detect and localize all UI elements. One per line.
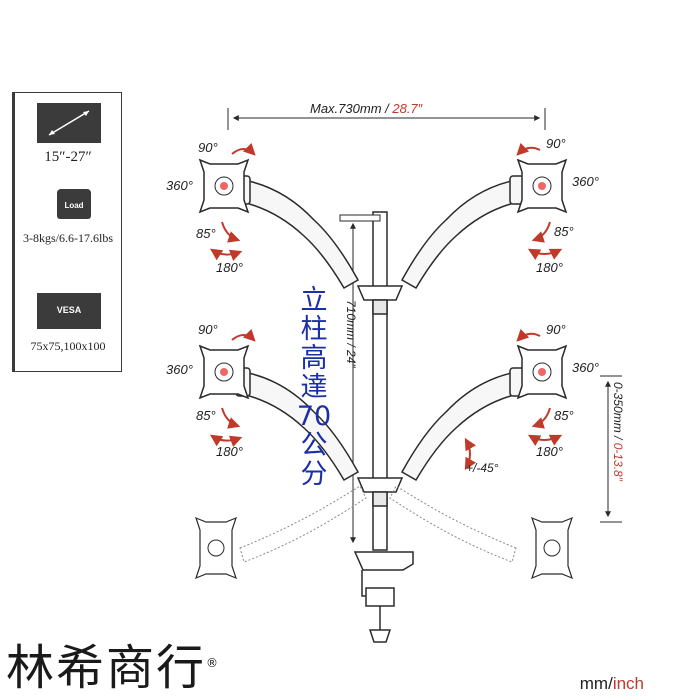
load-range: 3-8kgs/6.6-17.6lbs <box>23 231 113 245</box>
label-90-upper-right: 90° <box>546 136 566 151</box>
arm-upper-right <box>400 175 525 290</box>
units-legend: mm/inch <box>580 674 644 694</box>
desk-clamp <box>353 551 414 643</box>
arm-lower-right <box>400 367 525 482</box>
label-90-upper-left: 90° <box>198 140 218 155</box>
label-85-upper-right: 85° <box>554 224 574 239</box>
vesa-badge-label: VESA <box>56 305 82 315</box>
brand-text: 林希商行 <box>6 640 207 696</box>
pole-height-chinese-label: 立 柱 高 達 70 公 分 <box>296 286 332 489</box>
adjust-range-label: 0-350mm / 0-13.8″ <box>611 382 625 482</box>
brand-name: 林希商行® <box>6 628 220 698</box>
cn-char-3: 高 <box>300 343 328 374</box>
registered-mark: ® <box>206 656 221 670</box>
label-360-upper-right: 360° <box>572 174 599 189</box>
vesa-plate-lower-left <box>198 344 250 400</box>
unit-metric: mm <box>579 674 609 693</box>
label-90-lower-right: 90° <box>546 322 566 337</box>
arm-ghost-right <box>389 485 517 563</box>
label-360-lower-right: 360° <box>572 360 599 375</box>
vesa-plate-upper-right <box>516 158 568 214</box>
cn-char-7: 分 <box>300 459 328 490</box>
vesa-plate-upper-left <box>198 158 250 214</box>
label-360-lower-left: 360° <box>166 362 193 377</box>
lower-collar <box>356 477 404 507</box>
load-weight-icon: Load <box>57 189 91 219</box>
cn-char-5: 70 <box>296 401 332 432</box>
screen-size-range: 15″-27″ <box>44 149 92 165</box>
vesa-icon: VESA <box>37 293 101 329</box>
label-85-lower-right: 85° <box>554 408 574 423</box>
label-180-lower-left: 180° <box>216 444 243 459</box>
pole-height-label: 710mm / 24″ <box>344 300 358 368</box>
vesa-sizes: 75x75,100x100 <box>30 339 106 353</box>
cn-char-4: 達 <box>300 372 328 403</box>
label-360-upper-left: 360° <box>166 178 193 193</box>
rotation-arrows <box>210 142 563 471</box>
label-85-upper-left: 85° <box>196 226 216 241</box>
cn-char-2: 柱 <box>300 314 328 345</box>
unit-imperial: inch <box>612 674 644 693</box>
upper-collar <box>356 285 404 315</box>
label-180-lower-right: 180° <box>536 444 563 459</box>
vesa-plate-lower-right <box>516 344 568 400</box>
vesa-plate-ghost-right <box>531 516 573 580</box>
label-90-lower-left: 90° <box>198 322 218 337</box>
screen-size-icon <box>37 103 101 143</box>
label-180-upper-right: 180° <box>536 260 563 275</box>
tilt-angle-label: +/-45° <box>466 461 499 475</box>
pole-cap <box>339 214 381 222</box>
label-85-lower-left: 85° <box>196 408 216 423</box>
label-180-upper-left: 180° <box>216 260 243 275</box>
cn-char-1: 立 <box>300 285 328 316</box>
load-badge-label: Load <box>64 201 84 210</box>
cn-char-6: 公 <box>300 430 328 461</box>
arm-ghost-left <box>239 485 367 563</box>
spec-panel: 15″-27″ Load 3-8kgs/6.6-17.6lbs VESA 75x… <box>12 92 122 372</box>
width-dimension-label: Max.730mm / 28.7″ <box>310 101 423 116</box>
arm-upper-left <box>235 175 360 290</box>
unit-separator: / <box>608 674 613 693</box>
vesa-plate-ghost-left <box>195 516 237 580</box>
